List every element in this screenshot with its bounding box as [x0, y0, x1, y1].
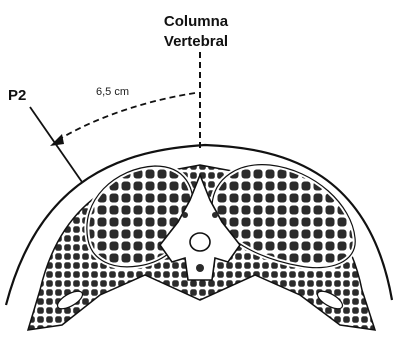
- p2-pointer-line: [30, 107, 82, 182]
- distance-arc: [58, 93, 195, 140]
- title-line-1: Columna: [164, 13, 229, 30]
- spinal-canal: [190, 233, 210, 251]
- distance-label: 6,5 cm: [96, 86, 129, 98]
- point-label-p2: P2: [8, 87, 26, 104]
- title-line-2: Vertebral: [164, 33, 228, 50]
